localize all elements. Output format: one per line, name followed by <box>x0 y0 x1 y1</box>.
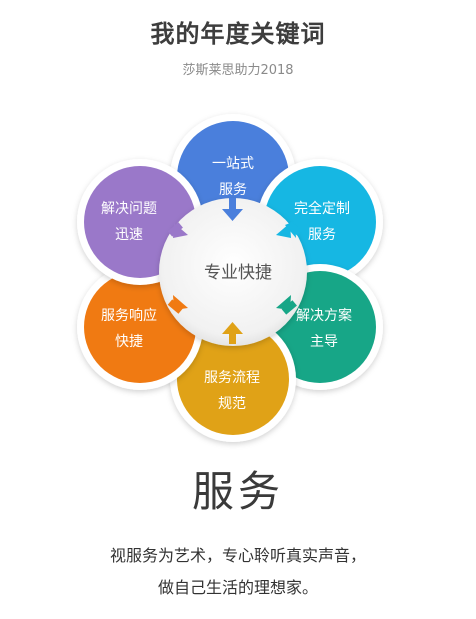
arrow-from-bottom-icon <box>222 322 243 344</box>
petal-label-one-stop-service: 一站式 服务 <box>212 156 254 198</box>
petal-label-standard-process: 服务流程 规范 <box>204 370 260 412</box>
arrow-from-lower-left-icon <box>167 295 188 314</box>
slogan-line-2: 做自己生活的理想家。 <box>157 578 318 597</box>
page-subtitle: 莎斯莱思助力2018 <box>182 63 294 78</box>
arrow-from-upper-right-icon <box>276 221 302 238</box>
petal-label-solution-led: 解决方案 主导 <box>296 308 352 350</box>
petal-label-fast-response: 服务响应 快捷 <box>101 308 157 350</box>
center-label: 专业快捷 <box>204 263 272 283</box>
arrow-from-upper-left-icon <box>167 222 188 238</box>
petal-bottom-circle <box>170 316 296 442</box>
slogan: 视服务为艺术，专心聆听真实声音， 做自己生活的理想家。 <box>0 540 476 604</box>
flower-graphic <box>77 114 383 442</box>
petal-bottom-fill <box>177 323 289 435</box>
keyword-flower-diagram: 一站式 服务 完全定制 服务 解决方案 主导 服务流程 规范 服务响应 快捷 解… <box>0 95 476 460</box>
page-title: 我的年度关键词 <box>150 20 326 48</box>
center-circle <box>159 198 307 346</box>
petal-label-quick-resolution: 解决问题 迅速 <box>101 201 157 243</box>
slogan-line-1: 视服务为艺术，专心聆听真实声音， <box>109 546 366 565</box>
main-keyword: 服务 <box>191 467 284 516</box>
petal-label-custom-service: 完全定制 服务 <box>294 201 350 243</box>
arrow-from-lower-right-icon <box>276 295 297 315</box>
arrow-from-top-icon <box>222 198 243 221</box>
